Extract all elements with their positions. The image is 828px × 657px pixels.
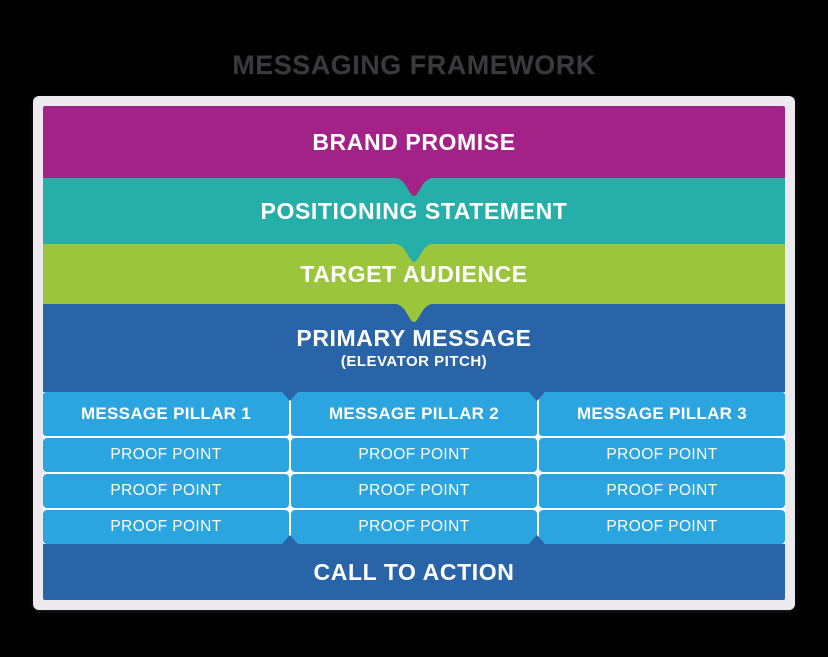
band-sublabel-elevator-pitch: (ELEVATOR PITCH) (340, 353, 488, 371)
pillar-header-3[interactable]: MESSAGE PILLAR 3 (539, 392, 785, 436)
band-primary-message[interactable]: PRIMARY MESSAGE (ELEVATOR PITCH) (43, 303, 785, 392)
band-target-audience[interactable]: TARGET AUDIENCE (43, 243, 785, 304)
band-brand-promise[interactable]: BRAND PROMISE (43, 106, 785, 178)
band-positioning-statement[interactable]: POSITIONING STATEMENT (43, 177, 785, 244)
chevron-down-icon (385, 303, 443, 322)
pillar-header-2[interactable]: MESSAGE PILLAR 2 (291, 392, 537, 436)
proof-point-cell[interactable]: PROOF POINT (539, 438, 785, 472)
proof-point-cell[interactable]: PROOF POINT (43, 438, 289, 472)
chevron-down-icon (385, 243, 443, 262)
proof-point-cell[interactable]: PROOF POINT (539, 474, 785, 508)
framework-frame: BRAND PROMISE POSITIONING STATEMENT TARG… (33, 96, 795, 610)
chevron-down-icon (385, 177, 443, 196)
band-label-target-audience: TARGET AUDIENCE (300, 260, 528, 287)
proof-point-cell[interactable]: PROOF POINT (291, 510, 537, 544)
framework-stack: BRAND PROMISE POSITIONING STATEMENT TARG… (43, 106, 785, 600)
message-pillars-grid: MESSAGE PILLAR 1 MESSAGE PILLAR 2 MESSAG… (43, 392, 785, 544)
proof-point-cell[interactable]: PROOF POINT (291, 474, 537, 508)
band-label-brand-promise: BRAND PROMISE (312, 128, 516, 155)
proof-point-cell[interactable]: PROOF POINT (539, 510, 785, 544)
band-call-to-action[interactable]: CALL TO ACTION (43, 544, 785, 600)
band-label-call-to-action: CALL TO ACTION (313, 558, 515, 585)
proof-point-cell[interactable]: PROOF POINT (43, 474, 289, 508)
band-label-positioning-statement: POSITIONING STATEMENT (260, 197, 568, 224)
page-title: MESSAGING FRAMEWORK (232, 50, 596, 80)
pillar-header-1[interactable]: MESSAGE PILLAR 1 (43, 392, 289, 436)
band-label-primary-message: PRIMARY MESSAGE (296, 324, 532, 351)
proof-point-cell[interactable]: PROOF POINT (291, 438, 537, 472)
proof-point-cell[interactable]: PROOF POINT (43, 510, 289, 544)
